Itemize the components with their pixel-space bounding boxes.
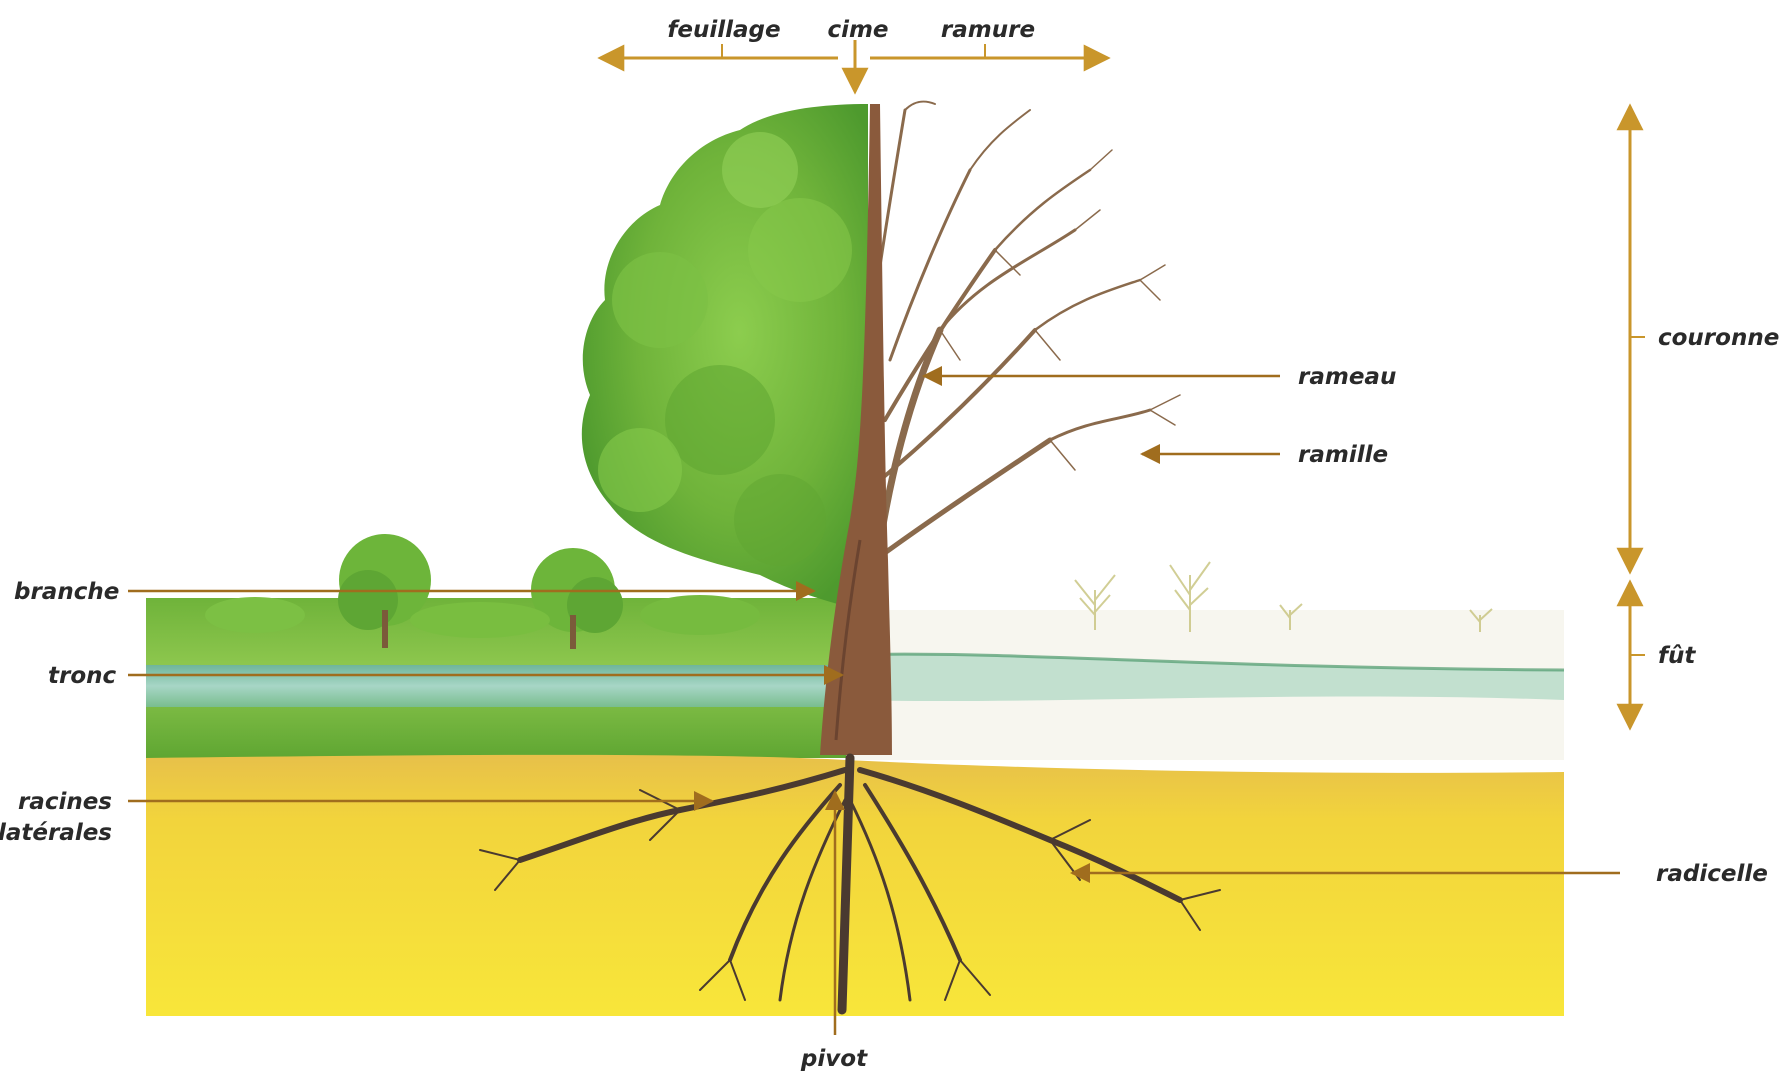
soil	[146, 755, 1564, 1016]
summer-river	[146, 665, 846, 707]
label-cime: cime	[827, 17, 888, 43]
illustration	[146, 102, 1564, 1016]
label-racines-line1: racines	[18, 789, 112, 815]
label-ramure: ramure	[941, 17, 1035, 43]
label-branche: branche	[14, 579, 119, 605]
label-fut: fût	[1658, 643, 1696, 669]
label-tronc: tronc	[48, 663, 117, 689]
label-racines-line2: latérales	[0, 820, 112, 846]
label-rameau: rameau	[1298, 364, 1396, 390]
label-ramille: ramille	[1298, 442, 1388, 468]
label-feuillage: feuillage	[667, 17, 780, 43]
label-couronne: couronne	[1658, 325, 1779, 351]
label-radicelle: radicelle	[1656, 861, 1768, 887]
label-pivot: pivot	[800, 1046, 868, 1072]
